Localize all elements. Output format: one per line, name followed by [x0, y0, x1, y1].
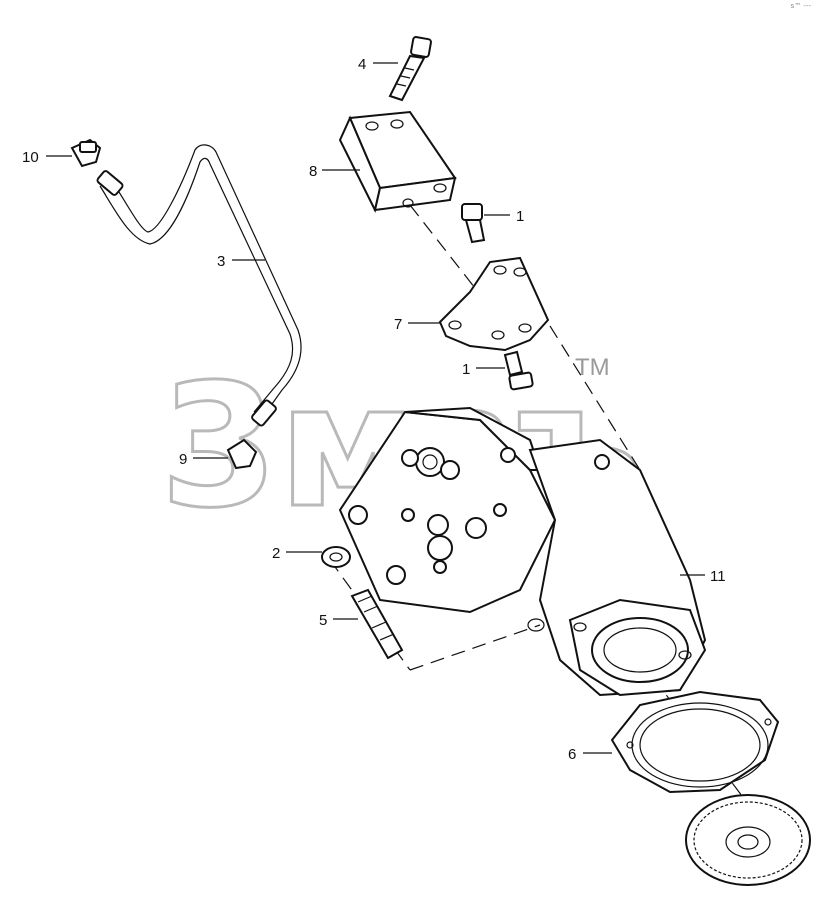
callout-6: 6	[568, 746, 576, 763]
callout-9: 9	[179, 451, 187, 468]
elbow-fitting-part-9	[226, 438, 258, 470]
bracket-part-7	[438, 256, 550, 352]
callout-2: 2	[272, 545, 280, 562]
pipe-part-3	[96, 144, 302, 427]
callout-4: 4	[358, 56, 366, 73]
callout-7: 7	[394, 316, 402, 333]
gear-disk	[685, 794, 811, 886]
leader-lines	[46, 62, 705, 754]
block-part-8	[338, 110, 457, 213]
callout-1-upper: 1	[516, 208, 524, 225]
callouts: 4 8 1 3 7 1 10 9 2 5 6 11	[22, 56, 726, 763]
callout-5: 5	[319, 612, 327, 629]
bolt-part-1-lower	[503, 350, 534, 391]
elbow-fitting-part-10	[70, 138, 102, 168]
callout-11: 11	[710, 568, 726, 585]
washer-part-2	[321, 546, 351, 568]
callout-10: 10	[22, 149, 39, 166]
compressor-housing-part-11	[338, 406, 707, 697]
watermark-trademark: TM	[575, 354, 610, 381]
gasket-part-6	[610, 690, 780, 794]
stud-part-5	[350, 588, 404, 660]
callout-1-lower: 1	[462, 361, 470, 378]
corner-mark: s™ ---	[790, 2, 811, 10]
bolt-part-4	[388, 36, 432, 102]
callout-8: 8	[309, 163, 317, 180]
bolt-part-1-upper	[461, 203, 486, 244]
callout-3: 3	[217, 253, 225, 270]
